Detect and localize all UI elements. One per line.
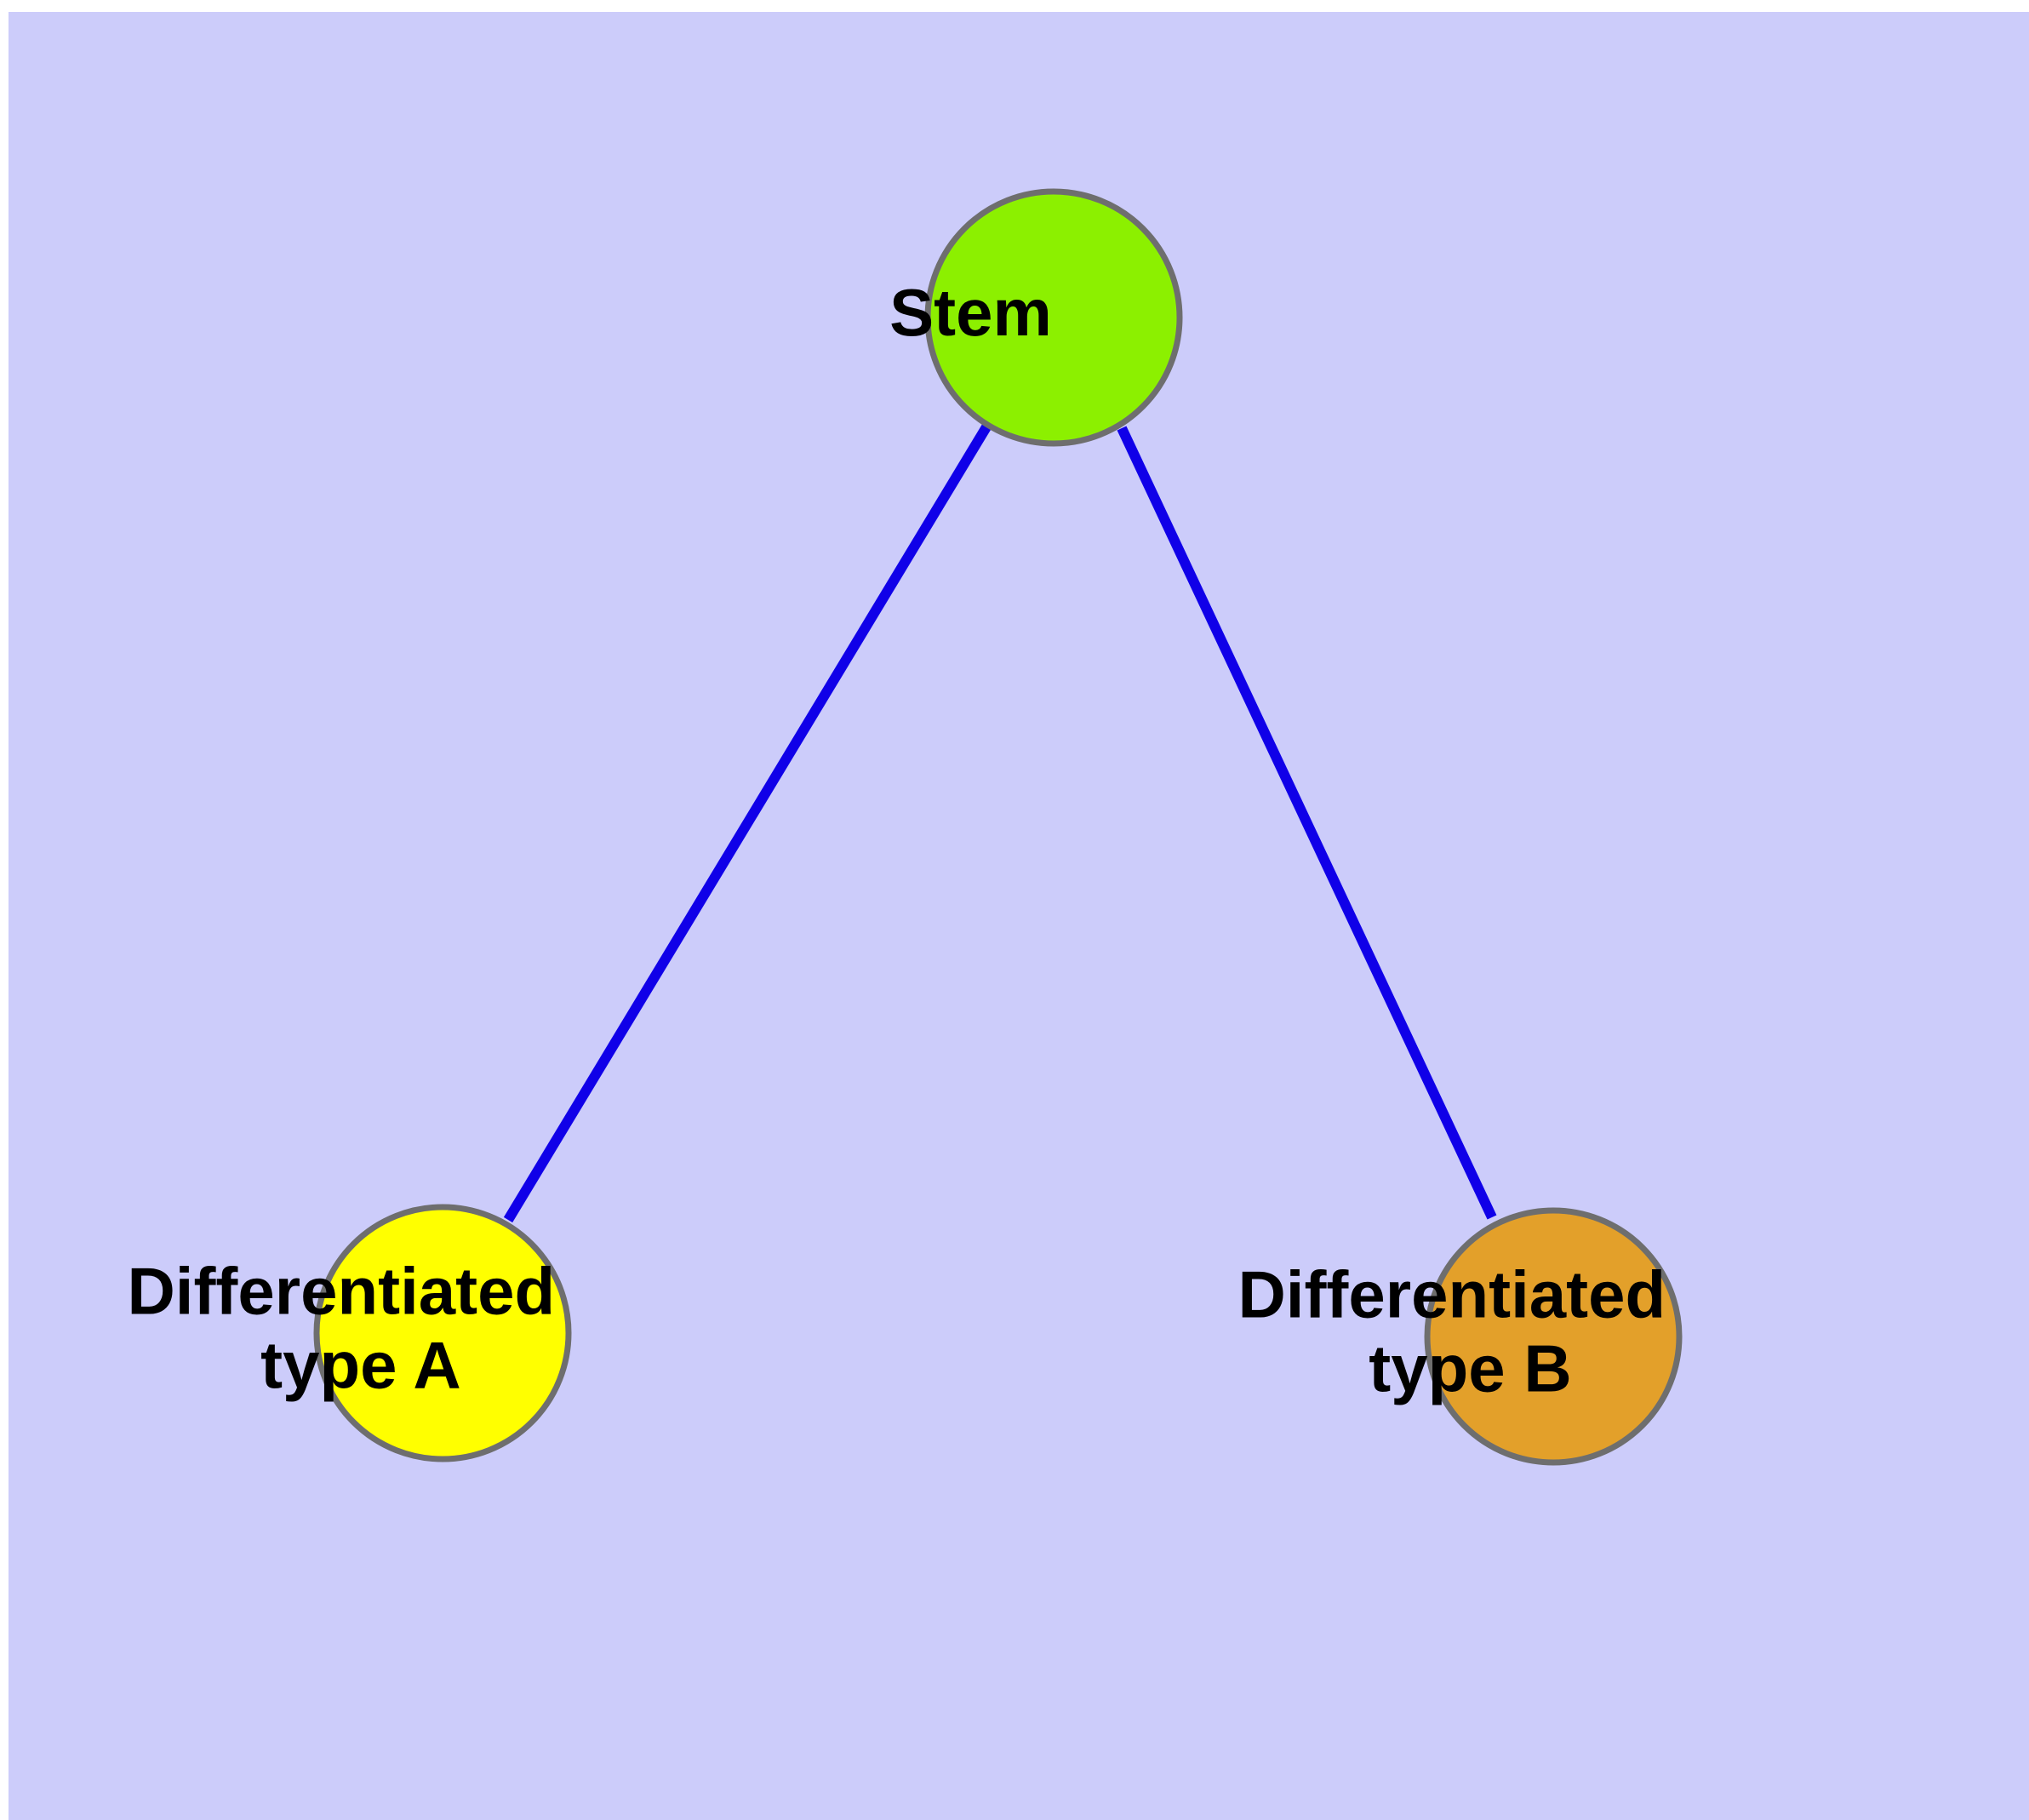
node-differentiated-type-a-label-line-1: Differentiated bbox=[127, 1253, 555, 1328]
node-differentiated-type-a[interactable]: Differentiated type A bbox=[127, 0, 757, 1462]
node-stem[interactable]: Stem bbox=[889, 0, 1218, 447]
node-differentiated-type-b-label-line-2: type B bbox=[1369, 1331, 1571, 1405]
node-differentiated-type-a-label: Differentiated type A bbox=[127, 0, 757, 1402]
node-differentiated-type-a-circle[interactable] bbox=[313, 1204, 572, 1462]
node-differentiated-type-b[interactable]: Differentiated type B bbox=[1237, 0, 1868, 1466]
node-stem-label-line-1: Stem bbox=[889, 275, 1052, 350]
node-differentiated-type-a-label-line-2: type A bbox=[260, 1327, 460, 1402]
node-stem-circle[interactable] bbox=[924, 188, 1183, 447]
edge-stem-to-differentiated-type-b[interactable] bbox=[1117, 426, 1497, 1220]
edges-layer bbox=[503, 422, 1497, 1223]
nodes-layer: Stem Differentiated type A Differentiate… bbox=[127, 0, 1868, 1466]
node-differentiated-type-b-label-line-1: Differentiated bbox=[1237, 1256, 1666, 1331]
node-differentiated-type-b-label: Differentiated type B bbox=[1237, 0, 1868, 1405]
edge-stem-to-differentiated-type-a[interactable] bbox=[503, 422, 992, 1223]
node-differentiated-type-b-circle[interactable] bbox=[1424, 1207, 1683, 1466]
node-stem-label: Stem bbox=[889, 0, 1218, 350]
